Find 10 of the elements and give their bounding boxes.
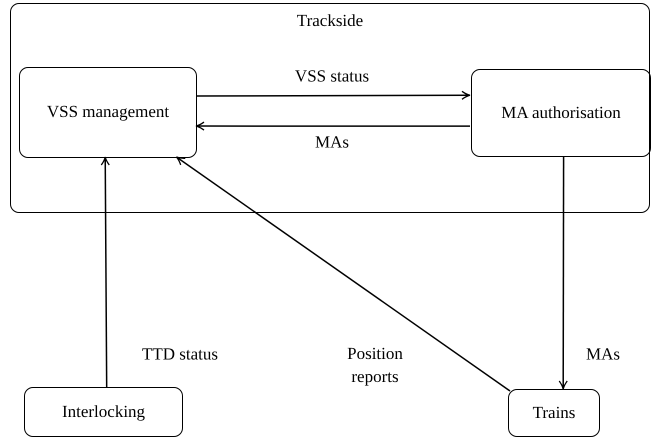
- process-box: [508, 389, 600, 437]
- group-box: [10, 3, 650, 213]
- node-label: MA authorisation: [500, 102, 622, 124]
- process-box: [24, 387, 183, 437]
- process-box: [471, 69, 651, 157]
- process-box: [19, 67, 197, 158]
- group-title: Trackside: [296, 10, 364, 32]
- node-label: VSS management: [46, 101, 170, 124]
- node-label: Trains: [532, 402, 576, 424]
- node-label: Interlocking: [60, 400, 146, 423]
